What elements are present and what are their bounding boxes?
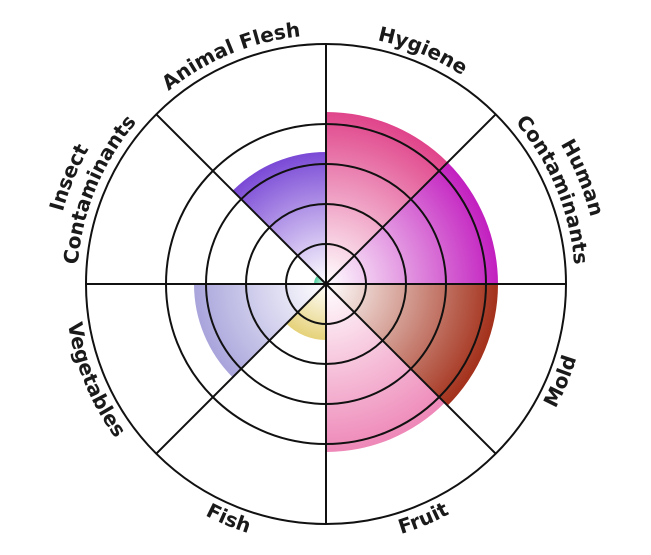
grid-spoke — [155, 113, 327, 285]
category-label: Hygiene — [376, 22, 472, 80]
wedge-mold — [326, 284, 498, 406]
wedge-fruit — [326, 284, 445, 452]
grid-spoke — [325, 283, 497, 455]
grid-spoke — [325, 113, 497, 285]
wedge-layer — [194, 112, 498, 452]
wedge-hygiene — [326, 112, 448, 284]
category-label: Vegetables — [63, 320, 131, 441]
wedge-human-contaminants — [326, 162, 498, 284]
category-label: Animal Flesh — [157, 17, 302, 95]
wedge-fish — [286, 284, 326, 340]
grid-spoke — [155, 283, 327, 455]
grid-layer — [85, 43, 567, 525]
